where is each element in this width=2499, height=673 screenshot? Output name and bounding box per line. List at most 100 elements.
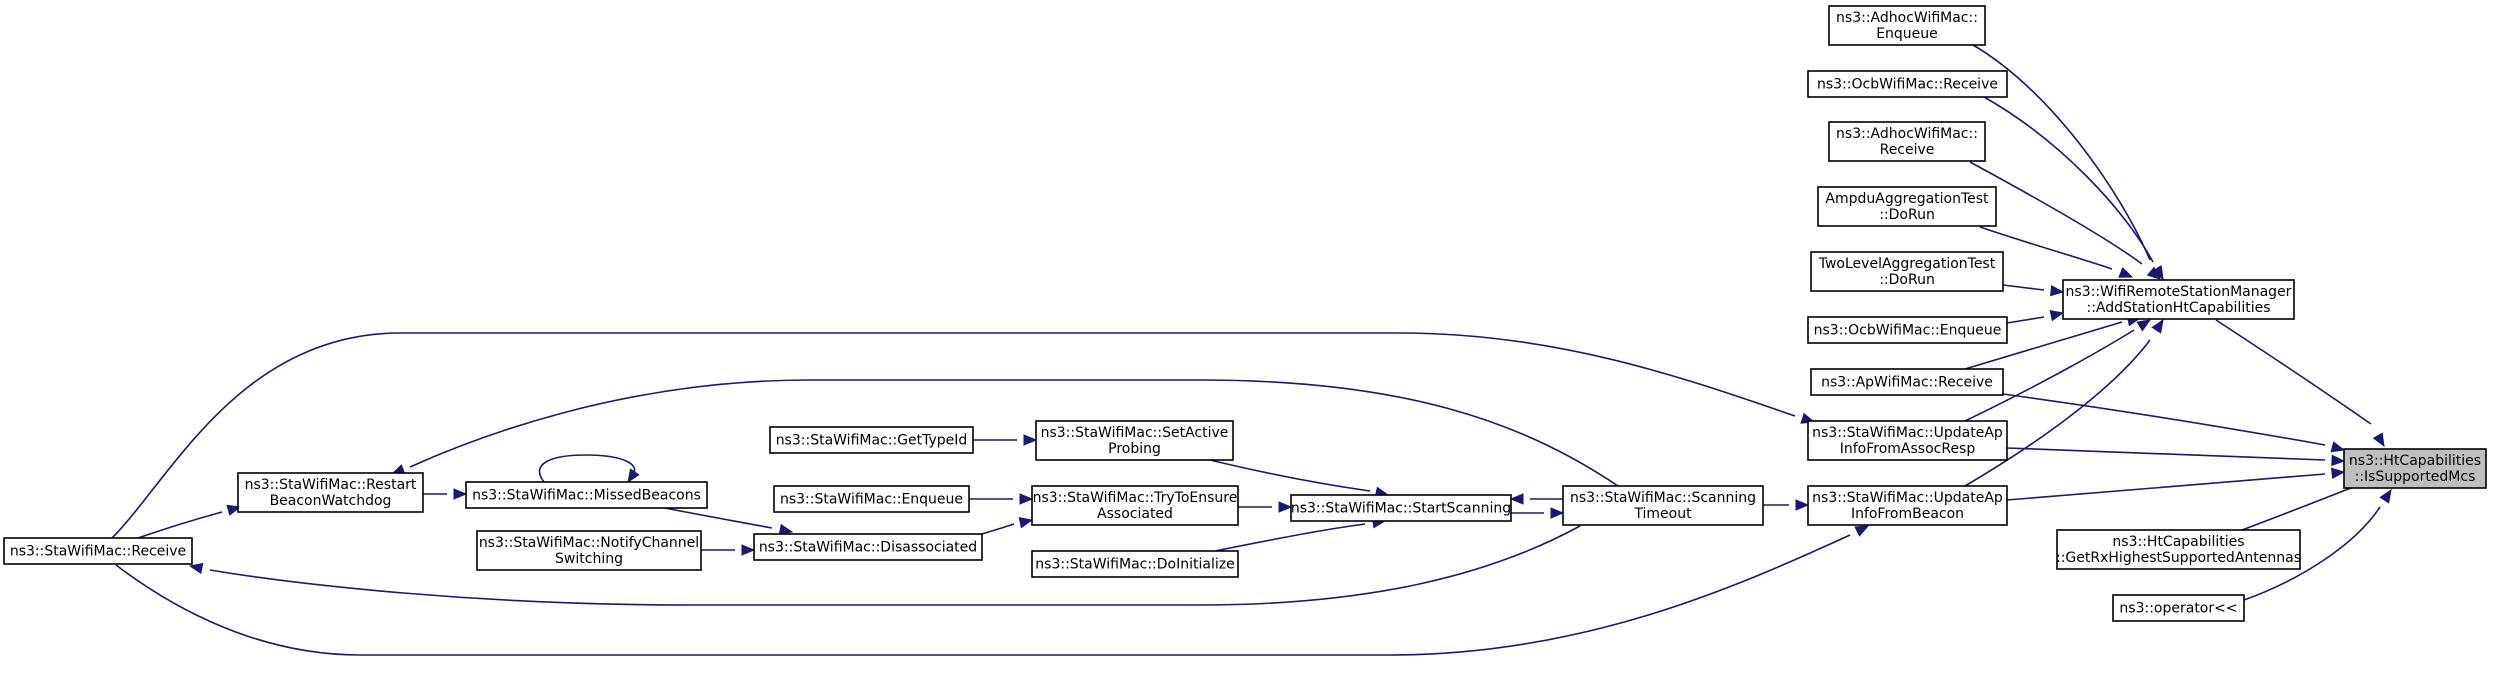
node-label-line: ns3::HtCapabilities xyxy=(2112,534,2244,550)
arrowhead-icon xyxy=(627,468,640,484)
node-layer: ns3::HtCapabilities::IsSupportedMcsns3::… xyxy=(3,5,2487,622)
node-label-line: ns3::StaWifiMac::TryToEnsure xyxy=(1033,490,1238,506)
edge-line xyxy=(2006,316,2045,324)
node-box xyxy=(1810,251,2004,292)
node-box xyxy=(476,530,702,571)
edge-line xyxy=(1972,44,2151,261)
node-box xyxy=(2062,279,2295,320)
arrowhead-icon xyxy=(1550,507,1565,519)
arrowhead-icon xyxy=(1278,501,1293,513)
edge-line xyxy=(2006,473,2326,501)
arrowhead-icon xyxy=(1854,525,1870,537)
node-updassoc[interactable]: ns3::StaWifiMac::UpdateApInfoFromAssocRe… xyxy=(1807,420,2008,461)
node-ocbenq[interactable]: ns3::OcbWifiMac::Enqueue xyxy=(1807,316,2008,344)
arrowhead-icon xyxy=(2330,441,2346,453)
node-label-line: ns3::StaWifiMac::Restart xyxy=(245,477,417,493)
edge-line xyxy=(409,379,1619,487)
arrowhead-icon xyxy=(2118,267,2134,278)
edge-line xyxy=(2243,506,2381,601)
arrowhead-icon xyxy=(2379,488,2392,504)
node-aprecv[interactable]: ns3::ApWifiMac::Receive xyxy=(1810,368,2004,396)
edge-gettypeid-to-setactive xyxy=(973,434,1038,446)
edge-tryensure-to-startscan xyxy=(1237,501,1293,513)
node-label-line: InfoFromAssocResp xyxy=(1840,441,1976,457)
edge-starecv-to-updbeacon xyxy=(115,525,1870,656)
edge-line xyxy=(1969,161,2143,265)
node-adhocrecv[interactable]: ns3::AdhocWifiMac::Receive xyxy=(1828,121,1986,162)
edge-line xyxy=(2002,393,2326,446)
node-label-line: AmpduAggregationTest xyxy=(1825,191,1989,207)
node-label-line: ::DoRun xyxy=(1879,207,1935,223)
node-label-line: ns3::StaWifiMac::StartScanning xyxy=(1291,501,1511,517)
node-adhocenq[interactable]: ns3::AdhocWifiMac::Enqueue xyxy=(1828,5,1986,46)
edge-updbeacon-to-target xyxy=(2006,467,2346,501)
node-getrx[interactable]: ns3::HtCapabilities::GetRxHighestSupport… xyxy=(2056,529,2301,570)
node-oplt[interactable]: ns3::operator<< xyxy=(2112,594,2245,622)
edge-aprecv-to-target xyxy=(2002,393,2346,453)
node-box xyxy=(753,533,983,561)
node-box xyxy=(1817,186,1997,227)
node-box xyxy=(237,472,424,513)
node-box xyxy=(1562,485,1764,526)
node-box xyxy=(2112,594,2245,622)
edge-line xyxy=(1214,523,1366,552)
arrowhead-icon xyxy=(1018,517,1034,529)
node-box xyxy=(1031,485,1239,526)
node-label-line: ns3::AdhocWifiMac:: xyxy=(1836,10,1978,26)
edge-line xyxy=(209,525,1581,606)
node-twolevel[interactable]: TwoLevelAggregationTest::DoRun xyxy=(1810,251,2004,292)
edge-oplt-to-target xyxy=(2243,488,2392,601)
node-addsta[interactable]: ns3::WifiRemoteStationManager::AddStatio… xyxy=(2062,279,2295,320)
edge-layer xyxy=(111,44,2392,656)
node-ampdu[interactable]: AmpduAggregationTest::DoRun xyxy=(1817,186,1997,227)
edge-staenq-to-tryensure xyxy=(969,493,1034,505)
node-ocbrecv[interactable]: ns3::OcbWifiMac::Receive xyxy=(1807,70,2008,98)
arrowhead-icon xyxy=(1023,434,1038,446)
node-box xyxy=(2343,448,2487,489)
node-starecv[interactable]: ns3::StaWifiMac::Receive xyxy=(3,537,193,565)
node-startscan[interactable]: ns3::StaWifiMac::StartScanning xyxy=(1290,494,1512,522)
node-box xyxy=(1807,70,2008,98)
node-label-line: TwoLevelAggregationTest xyxy=(1818,256,1996,272)
edge-startscan-to-scantimeout xyxy=(1511,507,1565,519)
edge-scantimeout-to-startscan xyxy=(1509,493,1563,505)
node-label-line: ns3::StaWifiMac::Receive xyxy=(10,544,186,560)
edge-line xyxy=(115,534,1851,656)
node-label-line: ns3::StaWifiMac::Disassociated xyxy=(759,540,977,556)
edge-addsta-to-target xyxy=(2215,319,2385,448)
edge-doinit-to-startscan xyxy=(1214,517,1387,552)
node-label-line: ns3::WifiRemoteStationManager xyxy=(2066,284,2292,300)
node-disassoc[interactable]: ns3::StaWifiMac::Disassociated xyxy=(753,533,983,561)
edge-updbeacon-to-addsta xyxy=(1964,318,2164,487)
arrowhead-icon xyxy=(2136,319,2152,332)
arrowhead-icon xyxy=(1509,493,1524,505)
node-gettypeid[interactable]: ns3::StaWifiMac::GetTypeId xyxy=(769,426,974,454)
edge-updassoc-to-target xyxy=(2006,447,2346,467)
node-label-line: Enqueue xyxy=(1876,26,1938,42)
node-label-line: ::IsSupportedMcs xyxy=(2355,469,2476,485)
edge-line xyxy=(2241,482,2365,531)
arrowhead-icon xyxy=(2049,309,2065,322)
arrowhead-icon xyxy=(188,562,204,575)
node-label-line: ns3::OcbWifiMac::Receive xyxy=(1817,77,1998,93)
edge-line xyxy=(111,332,1796,539)
node-box xyxy=(3,537,193,565)
edge-missed-to-missed xyxy=(538,454,640,484)
edge-line xyxy=(2002,284,2045,291)
node-doinit[interactable]: ns3::StaWifiMac::DoInitialize xyxy=(1031,550,1239,578)
arrowhead-icon xyxy=(453,488,468,500)
node-staenq[interactable]: ns3::StaWifiMac::Enqueue xyxy=(773,485,970,513)
edge-missed-to-disassoc xyxy=(664,507,794,536)
node-label-line: ns3::StaWifiMac::UpdateAp xyxy=(1812,490,2003,506)
node-label-line: ::DoRun xyxy=(1879,272,1935,288)
node-label-line: ns3::StaWifiMac::Scanning xyxy=(1570,490,1756,506)
node-box xyxy=(1807,316,2008,344)
node-missed[interactable]: ns3::StaWifiMac::MissedBeacons xyxy=(465,481,708,509)
